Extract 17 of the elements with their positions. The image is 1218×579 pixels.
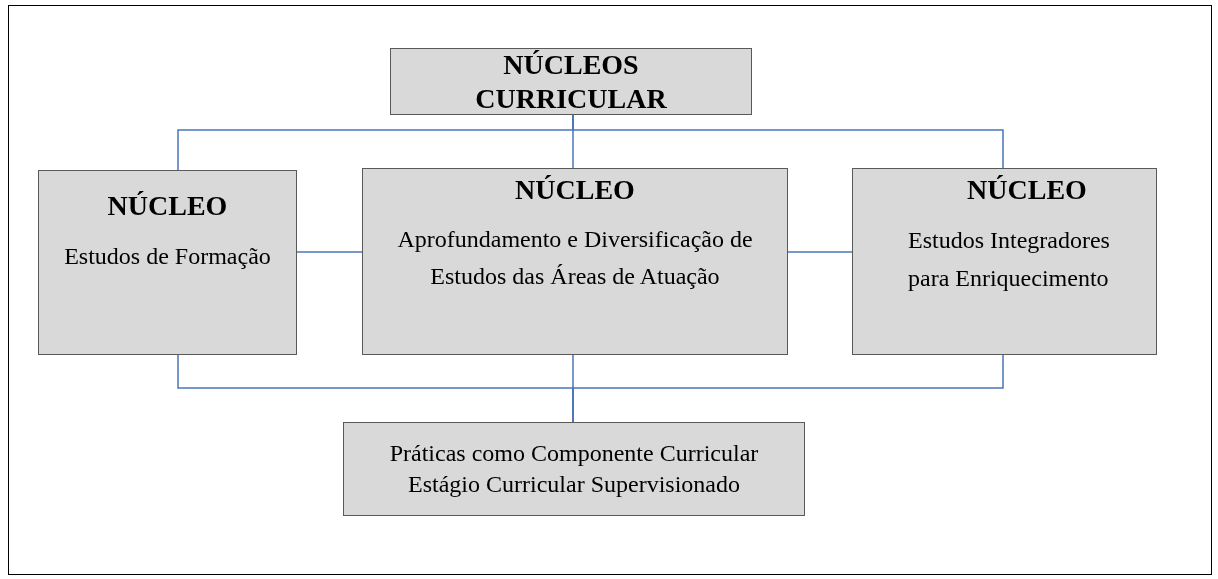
connector-line bbox=[572, 354, 1004, 423]
box-heading: NÚCLEO bbox=[515, 173, 635, 207]
box-text: Aprofundamento e Diversificação de Estudos das Áreas de Atuação bbox=[396, 224, 754, 291]
process-box bbox=[852, 168, 1157, 355]
connector-line bbox=[296, 251, 363, 253]
box-heading: NÚCLEO bbox=[967, 173, 1087, 207]
box-text: Estudos de Formação bbox=[63, 241, 272, 271]
process-box bbox=[343, 422, 805, 516]
box-text: Práticas como Componente Curricular Estágio Curricular Supervisionado bbox=[388, 438, 760, 499]
box-heading: NÚCLEO bbox=[107, 189, 228, 223]
process-box bbox=[38, 170, 297, 355]
connector-line bbox=[787, 251, 853, 253]
heading-box bbox=[390, 48, 752, 115]
connector-line bbox=[572, 114, 1004, 169]
heading-text: NÚCLEOS CURRICULAR bbox=[474, 47, 668, 116]
box-text: Estudos Integradores para Enriquecimento bbox=[908, 225, 1111, 293]
process-box bbox=[362, 168, 788, 355]
